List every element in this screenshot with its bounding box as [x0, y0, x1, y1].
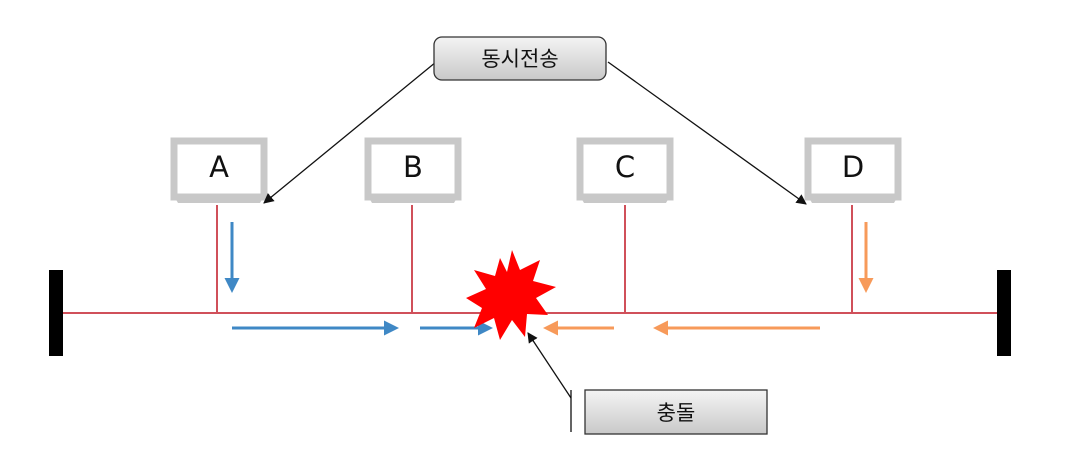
left-terminator-bar: [49, 270, 63, 356]
monitor-icon: [364, 137, 462, 203]
collision-callout: 충돌: [527, 332, 768, 435]
right-signal-arrows: [543, 222, 874, 336]
collision-callout-label: 충돌: [657, 401, 696, 425]
callout-arrow-to-d: [607, 61, 807, 205]
monitor-icon: [804, 137, 902, 203]
simultaneous-callout: 동시전송: [263, 36, 807, 205]
monitor-icon: [170, 137, 268, 203]
simultaneous-callout-box: [433, 36, 607, 81]
left-signal-arrows: [224, 222, 493, 336]
station-a: A: [170, 137, 268, 203]
station-c: C: [576, 137, 674, 203]
callout-arrow-to-a: [263, 61, 437, 204]
station-b: B: [364, 137, 462, 203]
explosion-icon: [466, 250, 556, 340]
station-a-label: A: [209, 150, 229, 184]
station-c-label: C: [615, 150, 635, 184]
monitor-icon: [576, 137, 674, 203]
simultaneous-callout-label: 동시전송: [481, 47, 558, 71]
station-d: D: [804, 137, 902, 203]
collision-arrow: [527, 332, 572, 399]
right-terminator-bar: [997, 270, 1011, 356]
station-d-label: D: [842, 150, 864, 184]
collision-callout-box: [584, 389, 768, 435]
station-b-label: B: [403, 150, 423, 184]
